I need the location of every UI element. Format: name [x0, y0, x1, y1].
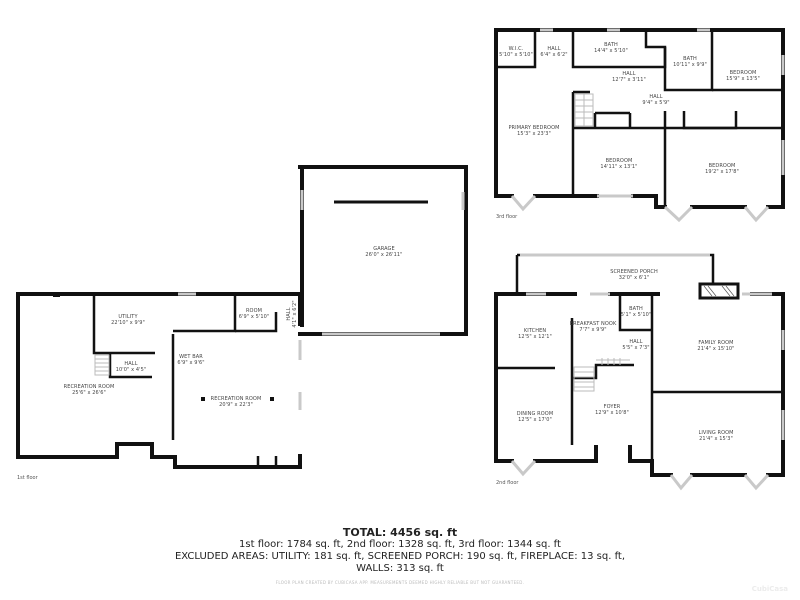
room-size: 14'4" x 5'10" [594, 48, 628, 54]
room-size: 4'1" x 6'2" [292, 300, 298, 327]
walls-area: WALLS: 313 sq. ft [356, 563, 444, 574]
floor-plan: UTILITY 22'10" x 9'9" HALL 10'0" x 4'5" … [16, 28, 785, 491]
room-size: 10'11" x 9'9" [673, 62, 707, 68]
room-size: 5'5" x 7'3" [622, 345, 649, 351]
room-size: 5'1" x 5'10" [621, 312, 652, 318]
room-size: 32'0" x 6'1" [619, 275, 650, 281]
room-size: 21'4" x 15'10" [697, 346, 734, 352]
room-name: UTILITY [118, 314, 138, 320]
room-name: GARAGE [373, 246, 395, 252]
floor-label: 1st floor [17, 475, 39, 481]
total-area: TOTAL: 4456 sq. ft [342, 526, 458, 539]
third-floor-plan: W.I.C. 5'10" x 5'10" HALL 6'4" x 6'2" BA… [494, 28, 785, 223]
room-name: BATH [683, 56, 697, 62]
watermark-logo: CubiCasa [751, 585, 788, 593]
room-size: 15'9" x 13'5" [726, 76, 760, 82]
room-name: DINING ROOM [517, 411, 554, 417]
stairs [94, 354, 110, 376]
room-name: SCREENED PORCH [610, 269, 658, 275]
room-name: ROOM [246, 308, 262, 314]
room-size: 6'9" x 5'10" [239, 314, 270, 320]
room-size: 10'0" x 4'5" [116, 367, 147, 373]
room-size: 12'5" x 12'1" [518, 334, 552, 340]
room-size: 14'11" x 13'1" [600, 164, 637, 170]
room-name: BATH [629, 306, 643, 312]
room-name: BEDROOM [730, 70, 757, 76]
room-name: FAMILY ROOM [698, 340, 733, 346]
second-floor-plan: SCREENED PORCH 32'0" x 6'1" KITCHEN 12'5… [494, 253, 785, 491]
room-size: 12'5" x 17'0" [518, 417, 552, 423]
room-name: KITCHEN [524, 328, 547, 334]
room-name: LIVING ROOM [698, 430, 733, 436]
floor-label: 2nd floor [496, 480, 519, 486]
room-size: 6'9" x 9'6" [177, 360, 204, 366]
floor-areas: 1st floor: 1784 sq. ft, 2nd floor: 1328 … [239, 539, 561, 550]
room-size: 5'10" x 5'10" [499, 52, 533, 58]
disclaimer: FLOOR PLAN CREATED BY CUBICASA APP. MEAS… [275, 580, 525, 585]
room-name: WET BAR [179, 354, 203, 360]
room-size: 15'3" x 23'3" [517, 131, 551, 137]
room-name: BEDROOM [606, 158, 633, 164]
room-size: 21'4" x 15'3" [699, 436, 733, 442]
room-name: HALL [124, 361, 137, 367]
room-size: 9'4" x 5'9" [642, 100, 669, 106]
room-name: W.I.C. [509, 46, 524, 52]
room-size: 20'9" x 22'3" [219, 402, 253, 408]
room-name: BEDROOM [709, 163, 736, 169]
room-name: PRIMARY BEDROOM [508, 125, 559, 131]
room-size: 25'6" x 26'6" [72, 390, 106, 396]
room-name: HALL [649, 94, 662, 100]
room-size: 6'4" x 6'2" [540, 52, 567, 58]
room-name: FOYER [604, 404, 621, 410]
room-name: HALL [547, 46, 560, 52]
room-size: 12'7" x 3'11" [612, 77, 646, 83]
room-name: RECREATION ROOM [64, 384, 115, 390]
room-name: BREAKFAST NOOK [570, 321, 617, 327]
room-size: 12'9" x 10'8" [595, 410, 629, 416]
fireplace [698, 282, 740, 300]
room-size: 7'7" x 9'9" [579, 327, 606, 333]
room-name: HALL [286, 307, 292, 320]
floor-label: 3rd floor [496, 214, 518, 220]
room-size: 26'0" x 26'11" [365, 252, 402, 258]
room-name: RECREATION ROOM [211, 396, 262, 402]
room-name: HALL [622, 71, 635, 77]
stairs [574, 93, 594, 127]
stairs [573, 358, 630, 392]
excluded-areas: EXCLUDED AREAS: UTILITY: 181 sq. ft, SCR… [174, 551, 626, 562]
room-name: HALL [629, 339, 642, 345]
room-size: 19'2" x 17'8" [705, 169, 739, 175]
first-floor-plan: UTILITY 22'10" x 9'9" HALL 10'0" x 4'5" … [16, 165, 468, 481]
room-name: BATH [604, 42, 618, 48]
room-size: 22'10" x 9'9" [111, 320, 145, 326]
